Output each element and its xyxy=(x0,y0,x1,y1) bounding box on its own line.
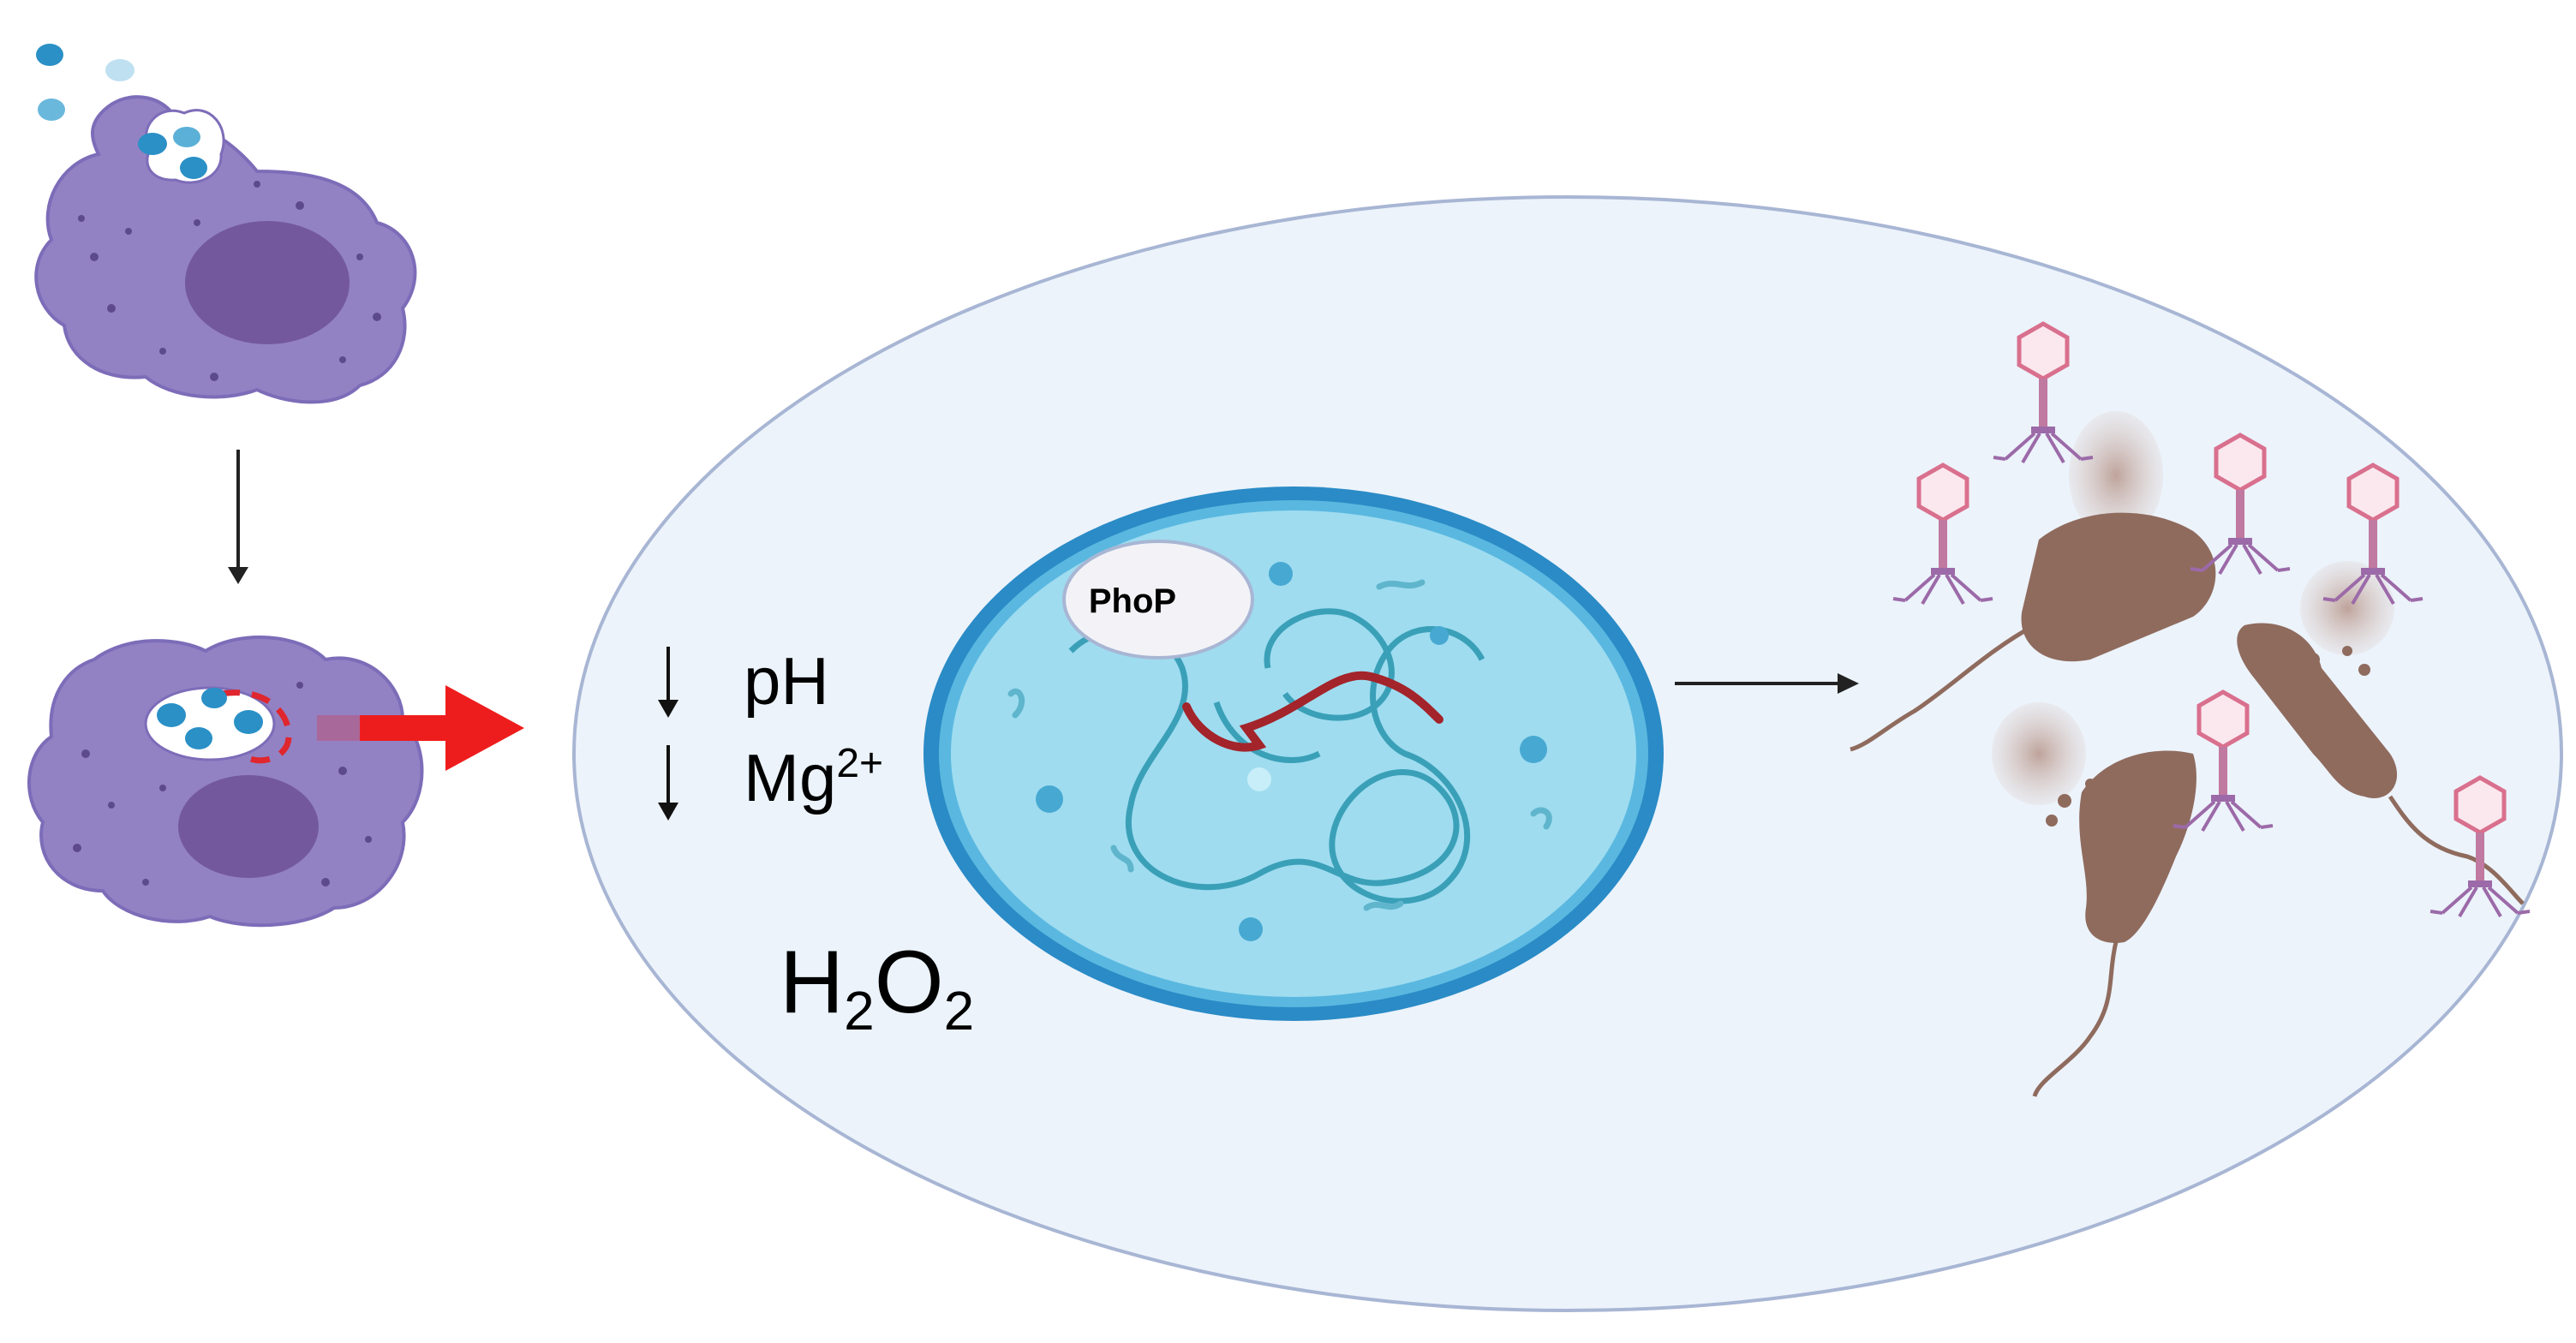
macrophage-icon xyxy=(34,44,417,404)
lysed-bacterium-icon xyxy=(2032,750,2196,1097)
bacterium-icon xyxy=(157,688,263,749)
down-arrow-icon xyxy=(658,647,678,821)
red-dna-strand xyxy=(1182,671,1443,752)
damaged-vacuole-membrane xyxy=(220,689,292,764)
right-arrow-icon xyxy=(1675,673,1859,694)
down-arrow-icon xyxy=(228,450,248,584)
lysed-bacteria-group xyxy=(1850,324,2530,1097)
phop-protein xyxy=(1062,540,1254,660)
ph-label: pH xyxy=(744,643,829,719)
right-arrow-icon xyxy=(317,685,524,771)
bacterium-icon xyxy=(36,44,207,179)
lysed-bacterium-icon xyxy=(2237,623,2525,905)
macrophage-icon xyxy=(27,636,424,928)
bacterium-icon: PhoP xyxy=(923,486,1664,1021)
phop-label: PhoP xyxy=(1089,582,1176,620)
h2o2-label: H2O2 xyxy=(780,933,974,1042)
nucleus xyxy=(185,221,350,344)
nucleus xyxy=(178,775,319,878)
lysed-bacterium-icon xyxy=(1850,512,2216,752)
mg-label: Mg2+ xyxy=(744,740,883,815)
